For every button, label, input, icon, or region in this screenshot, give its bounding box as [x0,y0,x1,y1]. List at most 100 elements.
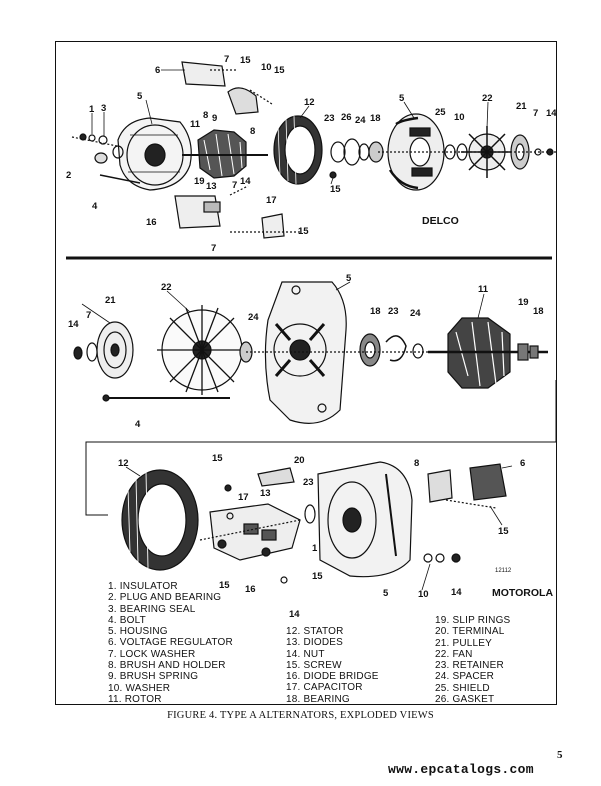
callout-delco-15b: 15 [274,65,285,76]
page-number: 5 [557,749,563,761]
callout-moto-23: 23 [388,306,399,317]
callout-moto-15: 15 [212,453,223,464]
legend-item: 5. HOUSING [108,626,168,638]
figure-frame [55,41,557,705]
legend-item: 19. SLIP RINGS [435,615,511,626]
callout-moto-13: 13 [260,488,271,499]
callout-moto-18: 18 [370,306,381,317]
callout-delco-13: 13 [206,181,217,192]
delco-rotor [182,129,268,179]
motorola-rotor [428,317,548,389]
callout-moto-10: 10 [418,589,429,600]
callout-moto-20: 20 [294,455,305,466]
callout-delco-9: 9 [212,113,217,124]
motorola-drive-end-housing [264,281,347,424]
callout-moto-4: 4 [135,419,141,430]
legend-item: 26. GASKET [435,694,495,706]
callout-moto-6: 6 [520,458,525,469]
callout-moto-19: 19 [518,297,529,308]
callout-delco-7: 7 [224,54,229,65]
callout-delco-21: 21 [516,101,527,112]
callout-delco-8b: 8 [250,126,255,137]
callout-moto-14b: 14 [451,587,462,598]
callout-moto-5: 5 [346,273,352,284]
callout-delco-8: 8 [203,110,208,121]
leader-lines [81,69,513,591]
legend-item: 17. CAPACITOR [286,682,363,694]
legend-item: 8. BRUSH AND HOLDER [108,660,226,672]
parts-legend-column-2: 12. STATOR 13. DIODES 14. NUT 15. SCREW … [286,626,379,705]
motorola-slip-ring-end-housing [317,461,413,578]
callout-delco-2: 2 [66,170,71,181]
callout-delco-25: 25 [435,107,446,118]
callout-moto-16: 16 [245,584,256,595]
callout-delco-26: 26 [341,112,352,123]
callout-moto-7: 7 [86,310,91,321]
parts-legend-column-3: 19. SLIP RINGS 20. TERMINAL 21. PULLEY 2… [435,615,510,705]
callout-delco-1: 1 [89,104,95,115]
parts-legend-column-1: 1. INSULATOR 2. PLUG AND BEARING 3. BEAR… [108,581,233,705]
callout-delco-7d: 7 [533,108,538,119]
motorola-fan [157,305,247,395]
legend-item: 2. PLUG AND BEARING [108,592,222,604]
legend-item: 24. SPACER [435,671,495,683]
callout-delco-7b: 7 [232,180,237,191]
motorola-top-assembly [73,281,548,424]
delco-assembly [71,61,556,239]
section-label-delco: DELCO [422,215,459,227]
legend-item: 23. RETAINER [435,660,504,672]
figure-caption: FIGURE 4. TYPE A ALTERNATORS, EXPLODED V… [167,710,434,721]
callout-moto-21: 21 [105,295,116,306]
legend-item: 13. DIODES [286,637,344,649]
legend-item: 21. PULLEY [435,637,493,649]
callout-delco-7c: 7 [211,243,216,254]
legend-item: 12. STATOR [286,626,344,637]
callout-delco-12: 12 [304,97,315,108]
callout-moto-15b: 15 [498,526,509,537]
callout-delco-19: 19 [194,176,205,187]
callout-moto-15c: 15 [312,571,323,582]
callout-delco-16: 16 [146,217,157,228]
legend-item: 15. SCREW [286,659,342,671]
callout-moto-12: 12 [118,458,129,469]
legend-item: 18. BEARING [286,693,350,705]
delco-stator [273,115,323,185]
callout-moto-24: 24 [248,312,259,323]
callout-delco-15: 15 [240,55,251,66]
callout-delco-18: 18 [370,113,381,124]
legend-item: 6. VOLTAGE REGULATOR [108,637,233,649]
legend-item: 20. TERMINAL [435,626,505,638]
drawing-number: 12112 [495,568,512,574]
callout-delco-22: 22 [482,93,493,104]
callout-moto-14: 14 [289,609,300,620]
legend-item: 14. NUT [286,648,325,660]
legend-item: 3. BEARING SEAL [108,603,196,615]
legend-item: 25. SHIELD [435,682,490,694]
callout-moto-24b: 24 [410,308,421,319]
callout-delco-15d: 15 [330,184,341,195]
callout-moto-5: 5 [383,588,389,599]
callout-delco-23: 23 [324,113,335,124]
legend-item: 11. ROTOR [108,693,162,705]
callout-moto-1: 1 [312,543,318,554]
callout-delco-3: 3 [101,103,106,114]
callout-moto-22: 22 [161,282,172,293]
motorola-bottom-assembly [121,461,507,584]
callout-numbers: 1 3 5 2 4 6 7 15 10 15 8 9 8 11 12 19 13… [66,54,557,620]
callout-moto-8: 8 [414,458,419,469]
callout-moto-17: 17 [238,492,249,503]
legend-item: 9. BRUSH SPRING [108,671,199,683]
callout-delco-4: 4 [92,201,98,212]
callout-delco-5b: 5 [399,93,405,104]
callout-delco-10: 10 [261,62,272,73]
callout-delco-14: 14 [240,176,251,187]
section-label-motorola: MOTOROLA [492,587,553,599]
legend-item: 1. INSULATOR [108,581,178,592]
legend-item: 10. WASHER [108,682,171,694]
callout-delco-11: 11 [190,119,201,130]
callout-delco-15c: 15 [298,226,309,237]
callout-delco-6: 6 [155,65,160,76]
callout-moto-11: 11 [478,284,489,295]
watermark-url[interactable]: www.epcatalogs.com [388,762,534,777]
